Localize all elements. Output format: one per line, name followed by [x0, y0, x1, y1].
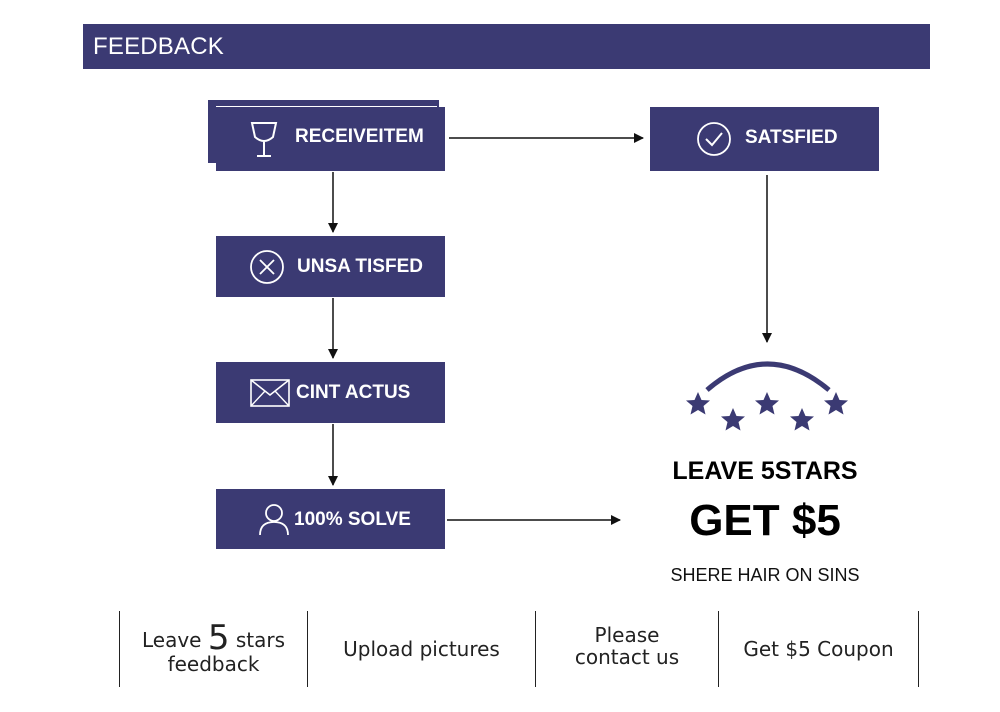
- step1-line2: feedback: [167, 652, 260, 676]
- step3-line2: contact us: [574, 645, 680, 669]
- step3-line1: Please: [594, 623, 660, 647]
- unsatisfied-box: UNSA TISFED: [216, 236, 445, 297]
- solve-box: 100% SOLVE: [216, 489, 445, 549]
- step-contact-us: Please contact us: [536, 611, 718, 687]
- step-divider: [307, 611, 308, 687]
- step2-label: Upload pictures: [343, 637, 500, 661]
- wine-glass-icon: [249, 121, 279, 164]
- cta-amount: GET $5: [689, 496, 841, 545]
- satisfied-box: SATSFIED: [650, 107, 879, 171]
- five-stars-arc-icon: [686, 361, 848, 431]
- step1-pre: Leave: [141, 628, 202, 652]
- step-divider: [918, 611, 919, 687]
- header-bar: FEEDBACK: [83, 24, 930, 69]
- check-circle-icon: [696, 121, 732, 162]
- x-circle-icon: [249, 249, 285, 290]
- unsatisfied-label: UNSA TISFED: [297, 256, 423, 277]
- cta-title: LEAVE 5STARS: [672, 457, 858, 485]
- step1-number: 5: [207, 618, 230, 658]
- step-upload-pictures: Upload pictures: [308, 611, 535, 687]
- step1-post: stars: [235, 628, 286, 652]
- page-title: FEEDBACK: [93, 33, 224, 60]
- step-divider: [718, 611, 719, 687]
- contact-label: CINT ACTUS: [296, 382, 411, 403]
- cta-subtitle: SHERE HAIR ON SINS: [670, 565, 860, 585]
- envelope-icon: [250, 379, 290, 412]
- receive-item-label: RECEIVEITEM: [295, 126, 424, 147]
- receive-item-box: RECEIVEITEM: [216, 107, 445, 171]
- solve-label: 100% SOLVE: [294, 509, 411, 530]
- satisfied-label: SATSFIED: [745, 127, 838, 148]
- step4-label: Get $5 Coupon: [743, 637, 894, 661]
- contact-box: CINT ACTUS: [216, 362, 445, 423]
- step-leave-stars: Leave 5 stars feedback: [120, 611, 307, 687]
- user-icon: [258, 502, 290, 541]
- step-divider: [535, 611, 536, 687]
- step-get-coupon: Get $5 Coupon: [719, 611, 918, 687]
- step-divider: [119, 611, 120, 687]
